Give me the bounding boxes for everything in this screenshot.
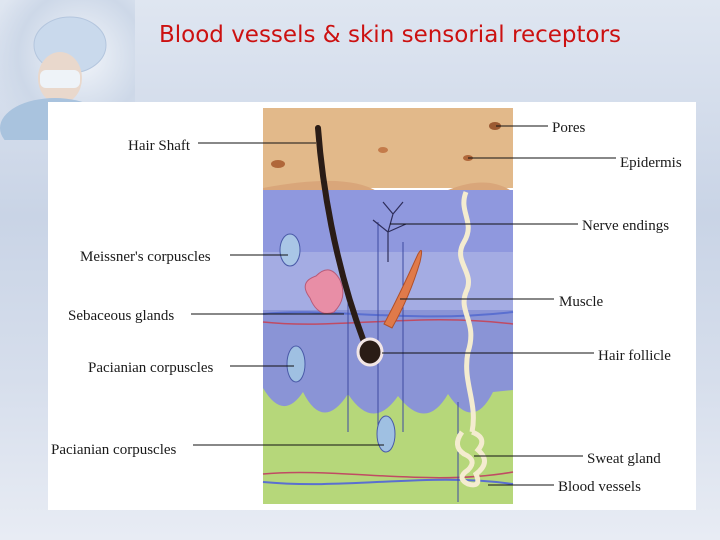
slide-title: Blood vessels & skin sensorial receptors	[158, 22, 622, 48]
epidermis-layer	[263, 108, 513, 188]
leader-lines	[191, 125, 616, 486]
label-epidermis: Epidermis	[620, 155, 682, 171]
label-pacinian-corpuscles-2: Pacianian corpuscles	[51, 442, 177, 458]
label-hair-follicle: Hair follicle	[598, 348, 671, 364]
skin-cross-section	[262, 108, 514, 504]
label-pores: Pores	[552, 120, 585, 136]
label-nerve-endings: Nerve endings	[582, 218, 669, 234]
label-blood-vessels: Blood vessels	[558, 479, 641, 495]
skin-diagram: Hair Shaft Meissner's corpuscles Sebaceo…	[48, 102, 696, 510]
label-sweat-gland: Sweat gland	[587, 451, 661, 467]
label-meissners-corpuscles: Meissner's corpuscles	[80, 249, 211, 265]
label-muscle: Muscle	[559, 294, 604, 310]
label-sebaceous-glands: Sebaceous glands	[68, 308, 174, 324]
label-hair-shaft: Hair Shaft	[128, 138, 191, 154]
label-pacinian-corpuscles-1: Pacianian corpuscles	[88, 360, 214, 376]
